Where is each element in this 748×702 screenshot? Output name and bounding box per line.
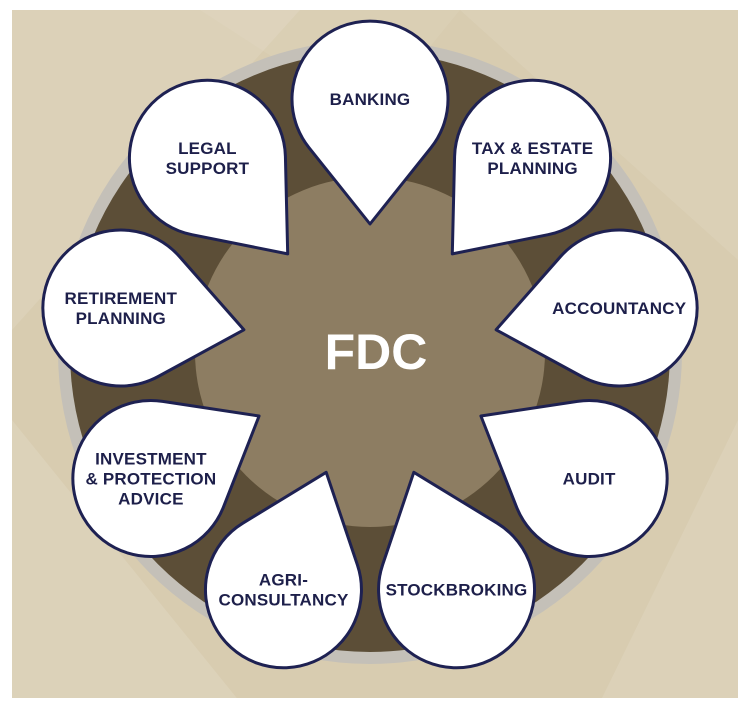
service-petal-agri-consultancy: AGRI-CONSULTANCY: [203, 470, 363, 670]
petal-shape: [41, 228, 246, 388]
petal-label-line: TAX & ESTATE: [472, 139, 593, 158]
petal-shape: [377, 470, 537, 670]
background-facet: [600, 420, 738, 702]
service-petal-stockbroking: STOCKBROKING: [377, 470, 537, 670]
petal-label-line: & PROTECTION: [85, 470, 216, 489]
petal-label-line: PLANNING: [76, 309, 166, 328]
petal-label-line: BANKING: [330, 90, 411, 109]
service-petal-accountancy: ACCOUNTANCY: [494, 228, 699, 388]
petal-label: BANKING: [330, 90, 411, 109]
petal-shape: [290, 19, 450, 226]
petal-label-line: LEGAL: [178, 139, 237, 158]
petal-label-line: ACCOUNTANCY: [552, 299, 687, 318]
petal-label-line: AGRI-: [259, 571, 308, 590]
service-petal-audit: AUDIT: [479, 399, 669, 558]
petal-shape: [203, 470, 363, 670]
petal-label-line: RETIREMENT: [65, 289, 178, 308]
petal-label: STOCKBROKING: [386, 581, 528, 600]
petal-label-line: STOCKBROKING: [386, 581, 528, 600]
petal-label: AUDIT: [563, 470, 616, 489]
petal-shape: [450, 78, 613, 256]
petal-shape: [71, 399, 261, 558]
background-facet: [12, 420, 240, 702]
petal-label-line: INVESTMENT: [95, 450, 207, 469]
petal-shape: [127, 78, 290, 256]
petal-label-line: PLANNING: [487, 159, 577, 178]
petal-label-line: SUPPORT: [166, 159, 250, 178]
petal-shape: [494, 228, 699, 388]
center-label: FDC: [325, 324, 428, 380]
petal-label-line: CONSULTANCY: [218, 591, 348, 610]
service-petal-banking: BANKING: [290, 19, 450, 226]
petal-label: ACCOUNTANCY: [552, 299, 687, 318]
petal-shape: [479, 399, 669, 558]
petal-label: AGRI-CONSULTANCY: [218, 571, 348, 610]
petal-label-line: AUDIT: [563, 470, 616, 489]
petal-label-line: ADVICE: [118, 490, 183, 509]
center-hub: [195, 177, 545, 527]
